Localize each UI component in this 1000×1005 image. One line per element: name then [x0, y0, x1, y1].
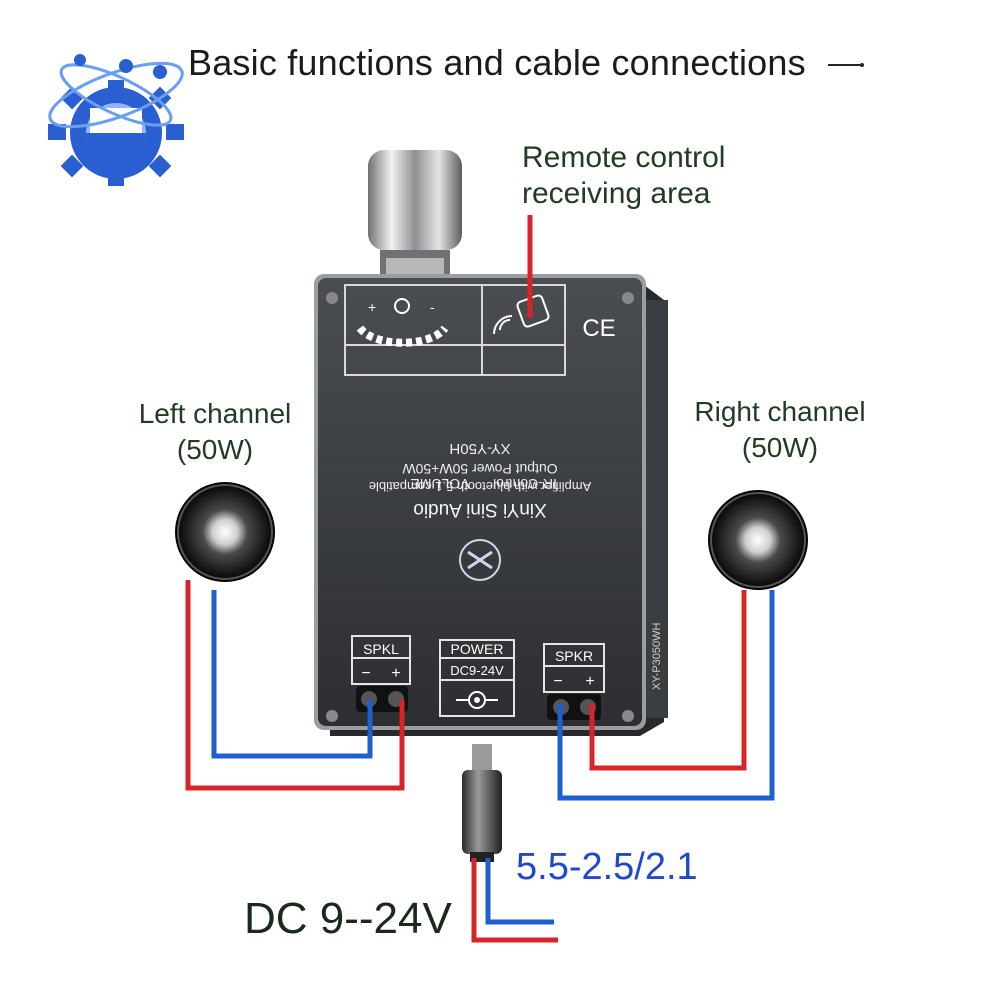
power-label: POWER: [451, 641, 504, 657]
ce-mark-icon: CE: [582, 315, 615, 342]
dc-plug-icon: [462, 744, 502, 862]
right-speaker-wires: [557, 590, 775, 801]
polarity-icon: +: [585, 673, 594, 690]
power-voltage-label: DC9-24V: [450, 663, 504, 678]
volume-label: VOLUME: [410, 476, 469, 492]
spec-output: Output Power 50W+50W: [402, 461, 558, 477]
logo-gear-atom-icon: [48, 54, 184, 186]
spec-desc: Amplifier with bluetooth 5.1 compatible: [369, 479, 592, 494]
page-title: Basic functions and cable connections: [188, 42, 806, 83]
spkl-label: SPKL: [363, 641, 399, 657]
model-label: XY-Y50H: [449, 440, 510, 457]
polarity-icon: −: [553, 673, 562, 690]
svg-text:+: +: [368, 299, 376, 315]
volume-knob-icon: [368, 150, 462, 282]
spkr-label: SPKR: [555, 648, 593, 664]
terminal-spkr: SPKR − +: [543, 643, 605, 720]
polarity-icon: +: [391, 665, 400, 682]
speaker-right-icon: [708, 490, 808, 590]
ir-label: IR-Control: [493, 476, 557, 492]
dc-input-callout: DC 9--24V: [244, 894, 452, 943]
plug-size-callout: 5.5-2.5/2.1: [516, 846, 698, 888]
polarity-icon: −: [361, 665, 370, 682]
svg-text:-: -: [430, 299, 435, 315]
speaker-left-icon: [175, 482, 275, 582]
right-channel-callout: Right channel (50W): [694, 396, 866, 463]
side-part-number: XY-P3050WH: [651, 622, 663, 690]
remote-control-callout: Remote control receiving area: [522, 141, 726, 210]
ce-mark-text: CE: [582, 315, 615, 342]
amplifier-board: + - CE VOLUME IR-Control XY-Y50H Output …: [314, 274, 668, 736]
left-speaker-wires: [185, 580, 405, 791]
power-jack-block: POWER DC9-24V: [439, 639, 515, 717]
left-channel-callout: Left channel (50W): [138, 398, 292, 465]
brand-label: XinYi Sini Audio: [413, 499, 546, 520]
power-wires: [471, 858, 558, 943]
